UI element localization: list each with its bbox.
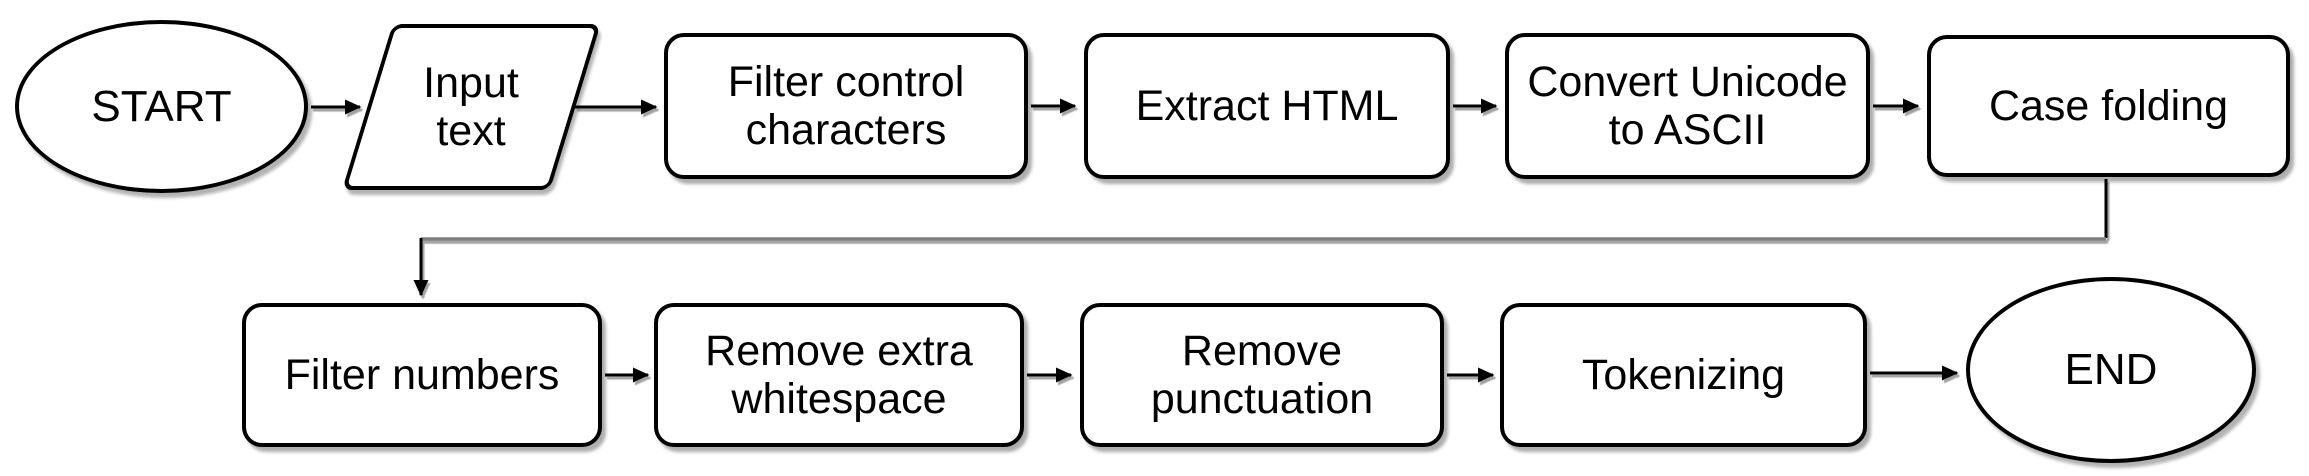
end-node: END — [1966, 277, 2256, 463]
remove-punctuation-node: Remove punctuation — [1080, 303, 1444, 447]
tokenizing-label: Tokenizing — [1581, 350, 1786, 399]
remove-extra-whitespace-node: Remove extra whitespace — [654, 303, 1024, 447]
filter-numbers-node: Filter numbers — [242, 303, 602, 447]
remove-extra-whitespace-label: Remove extra whitespace — [705, 326, 973, 423]
extract-html-node: Extract HTML — [1084, 33, 1450, 179]
filter-numbers-label: Filter numbers — [284, 350, 560, 399]
filter-control-characters-label: Filter control characters — [727, 57, 965, 154]
case-folding-label: Case folding — [1988, 81, 2229, 130]
convert-unicode-to-ascii-node: Convert Unicode to ASCII — [1505, 33, 1870, 179]
tokenizing-node: Tokenizing — [1500, 303, 1867, 447]
end-label: END — [2064, 345, 2158, 395]
extract-html-label: Extract HTML — [1135, 81, 1399, 130]
filter-control-characters-node: Filter control characters — [664, 33, 1028, 179]
start-label: START — [91, 81, 232, 131]
start-node: START — [15, 20, 308, 193]
input-text-label: Input text — [423, 58, 519, 155]
remove-punctuation-label: Remove punctuation — [1150, 326, 1374, 423]
convert-unicode-to-ascii-label: Convert Unicode to ASCII — [1527, 57, 1848, 154]
case-folding-node: Case folding — [1927, 35, 2290, 177]
